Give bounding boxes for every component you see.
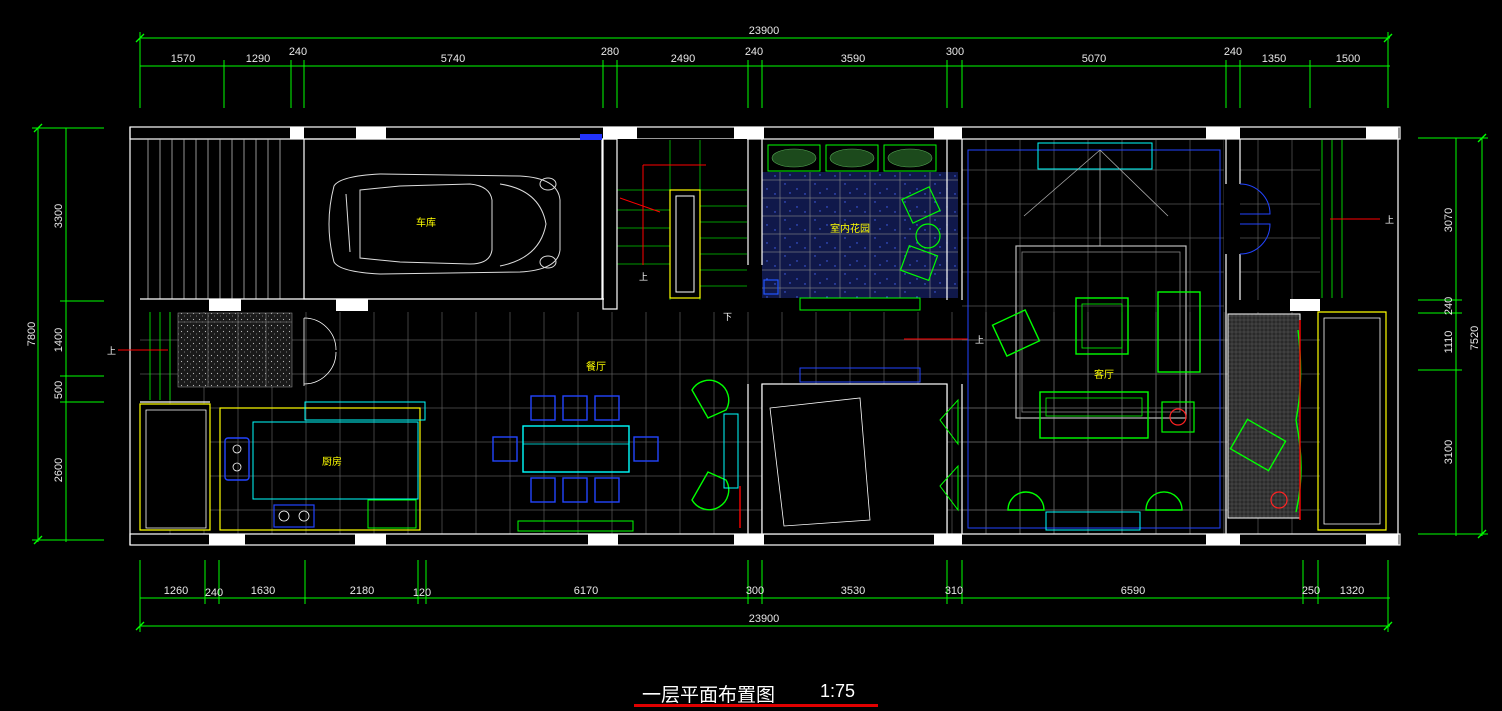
title-underline (634, 704, 878, 707)
dim-bottom-segment: 6170 (574, 585, 598, 597)
drawing-title-block: 一层平面布置图 1:75 (634, 678, 878, 708)
dim-bottom-segment: 250 (1302, 585, 1320, 597)
garage: 车库 (140, 134, 604, 300)
dim-bottom-segment: 240 (205, 587, 223, 599)
dim-top-total: 23900 (749, 25, 780, 37)
dim-right-total: 7520 (1469, 326, 1481, 350)
room-label-dining: 餐厅 (586, 360, 606, 373)
dim-bottom-segment: 2180 (350, 585, 374, 597)
coffee-table-icon (1075, 297, 1129, 355)
east-entry: 上 (1239, 140, 1394, 298)
entry-floor-grid (1240, 140, 1320, 300)
sink-icon (224, 437, 250, 481)
balcony-chair-icon (1229, 418, 1287, 472)
living-floor-grid (962, 140, 1224, 534)
dim-top-segment: 2490 (671, 53, 695, 65)
room-label-living: 客厅 (1094, 368, 1114, 381)
corridor-up-label: 上 (975, 335, 984, 346)
entry-door-icon (303, 317, 337, 386)
dim-left-total: 7800 (26, 322, 38, 346)
wall-columns (209, 127, 1398, 545)
car-icon (328, 173, 561, 275)
kitchen: 厨房 (139, 401, 426, 531)
living-rug (1015, 245, 1187, 419)
stair-direction-arrow (619, 164, 706, 265)
staircase: 上 下 (602, 138, 747, 323)
dim-bottom-segment: 1260 (164, 585, 188, 597)
dim-top-segment: 240 (289, 46, 307, 58)
balcony (1227, 311, 1387, 531)
dim-top-segment: 5740 (441, 53, 465, 65)
stair-down-label: 下 (723, 313, 732, 323)
living-armchair-icon (991, 309, 1183, 511)
room-label-indoor-garden: 室内花园 (830, 222, 870, 235)
dim-top-segment: 1500 (1336, 53, 1360, 65)
dim-left-segment: 3300 (53, 204, 65, 228)
page-title: 一层平面布置图 (642, 684, 776, 706)
room-label-kitchen: 厨房 (322, 455, 342, 468)
entry-corridor: 上 (107, 312, 337, 400)
dim-left-segment: 500 (53, 381, 65, 399)
dim-bottom-segment: 1320 (1340, 585, 1364, 597)
dim-bottom-segment: 310 (945, 585, 963, 597)
indoor-garden: 室内花园 (762, 144, 958, 311)
dim-right-segment: 3070 (1443, 208, 1455, 232)
armchair-icon (691, 379, 730, 511)
garden-chair-icon (899, 186, 941, 282)
center-corridor: 上 (769, 335, 984, 527)
dim-right-segment: 1110 (1443, 331, 1455, 354)
east-up-label: 上 (1385, 215, 1394, 226)
interior-walls (140, 139, 1241, 535)
dim-top-segment: 5070 (1082, 53, 1106, 65)
tv-cabinet-icon (1037, 142, 1153, 170)
garage-door-marker (580, 134, 602, 140)
dim-bottom-segment: 1630 (251, 585, 275, 597)
room-label-garage: 车库 (416, 216, 436, 229)
dim-top-segment: 240 (745, 46, 763, 58)
dim-right-segment: 3100 (1443, 440, 1455, 464)
east-door-icon (1239, 183, 1271, 255)
stove-icon (273, 504, 315, 528)
dim-top-segment: 1350 (1262, 53, 1286, 65)
stair-up-label: 上 (639, 272, 648, 283)
living-room: 客厅 (967, 142, 1221, 531)
dim-bottom-segment: 120 (413, 587, 431, 599)
dimension-lines (32, 32, 1488, 632)
dim-left-segment: 1400 (53, 328, 65, 352)
dim-top-segment: 300 (946, 46, 964, 58)
dim-left-segment: 2600 (53, 458, 65, 482)
dim-top-segment: 280 (601, 46, 619, 58)
dim-bottom-segment: 300 (746, 585, 764, 597)
drawing-scale: 1:75 (820, 681, 856, 701)
dim-top-segment: 1570 (171, 53, 195, 65)
dim-right-segment: 240 (1443, 297, 1455, 315)
dimension-ticks (33, 33, 1487, 631)
entry-up-label: 上 (107, 346, 116, 357)
dim-bottom-total: 23900 (749, 613, 780, 625)
dim-top-segment: 1290 (246, 53, 270, 65)
dim-top-segment: 240 (1224, 46, 1242, 58)
sofa-icon (1039, 391, 1149, 439)
dining-table-icon (522, 425, 630, 473)
dining-chair-icon (492, 395, 659, 503)
dim-bottom-segment: 6590 (1121, 585, 1145, 597)
dim-top-segment: 3590 (841, 53, 865, 65)
dining: 餐厅 (492, 360, 741, 532)
side-sofa-icon (1157, 291, 1201, 373)
dim-bottom-segment: 3530 (841, 585, 865, 597)
